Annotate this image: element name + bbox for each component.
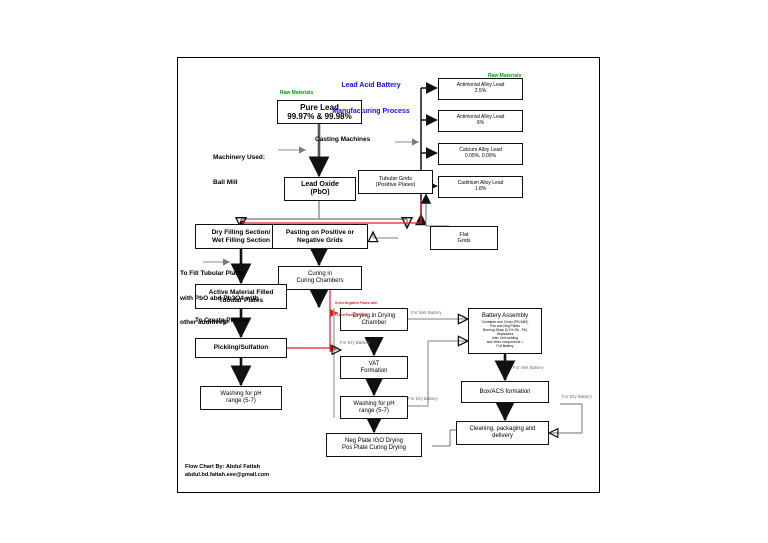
node-cadmium-alloy-lead[interactable]: Cadmium Alloy Lead 1.8%: [438, 176, 523, 198]
node-active-material-filled-tubular-plates[interactable]: Active Material Filled Tubular Plates: [195, 284, 287, 309]
to-create-pbso4-note: To Create PbSO4: [195, 317, 248, 324]
node-washing-for-ph-mid[interactable]: Washing for pH range (5-7): [340, 396, 408, 419]
node-antimonial-alloy-lead-6[interactable]: Antimonial Alloy Lead 6%: [438, 110, 523, 132]
for-dry-battery-label-2: For Dry Battery: [408, 396, 438, 401]
raw-materials-left-label: Raw Materials: [280, 90, 314, 96]
footer-credit: Flow Chart By: Abdul Fattah abdul.bd.fat…: [185, 463, 269, 480]
page-title: Lead Acid Battery Manufacturing Process: [306, 64, 436, 134]
node-battery-assembly[interactable]: Battery Assembly Container and Cover (PE…: [468, 308, 542, 354]
node-pure-lead[interactable]: Pure Lead 99.97% & 99.98%: [277, 100, 362, 124]
for-dry-battery-label-1: For Dry Battery: [340, 340, 370, 345]
node-washing-for-ph-left[interactable]: Washing for pH range (5-7): [200, 386, 282, 410]
node-pickling-sulfation[interactable]: Pickling/Sulfation: [195, 338, 287, 358]
footer-email: abdul.bd.fattah.eee@gmail.com: [185, 472, 270, 479]
title-line-1: Lead Acid Battery: [341, 81, 401, 89]
casting-machines-label: Casting Machines: [315, 136, 371, 143]
for-wet-battery-label-1: For Wet Battery: [411, 310, 442, 315]
to-fill-tubular-plates-note: To Fill Tubular Plates with PbO abd Pb3O…: [180, 270, 259, 326]
footer-author: Flow Chart By: Abdul Fattah: [185, 464, 260, 470]
node-tubular-grids[interactable]: Tubular Grids (Positive Plates): [358, 170, 433, 194]
node-antimonial-alloy-lead-25[interactable]: Antimonial Alloy Lead 2.5%: [438, 78, 523, 100]
node-curing-chambers[interactable]: Curing in Curing Chambers: [278, 266, 362, 290]
node-pasting-on-grids[interactable]: Pasting on Positive or Negative Grids: [272, 224, 368, 249]
node-cleaning-packaging-delivery[interactable]: Cleaning, packaging and delivery: [456, 421, 549, 445]
for-wet-battery-label-2: For Wet Battery: [513, 365, 544, 370]
node-flat-grids[interactable]: Flat Grids: [430, 226, 498, 250]
connector-layer: [203, 82, 583, 447]
for-dry-battery-label-3: For Dry Battery: [562, 394, 592, 399]
raw-materials-right-label: Raw Materials: [488, 73, 522, 79]
node-calcium-alloy-lead[interactable]: Calcium Alloy Lead 0.05%, 0.09%: [438, 143, 523, 165]
node-neg-pos-plate-drying[interactable]: Neg Plate IGO Drying Pos Plate Curing Dr…: [326, 433, 422, 457]
node-lead-oxide[interactable]: Lead Oxide (PbO): [284, 177, 356, 201]
flowchart-canvas: Lead Acid Battery Manufacturing Process …: [177, 57, 600, 493]
machinery-used-label: Machinery Used: Ball Mill: [213, 154, 266, 186]
dried-plates-note: Dried Negative Plates with Cured Positiv…: [335, 301, 378, 318]
node-drying-in-drying-chamber[interactable]: Drying in Drying Chamber: [340, 308, 408, 331]
title-line-2: Manufacturing Process: [332, 107, 410, 115]
node-box-acs-formation[interactable]: Box/ACS formation: [461, 381, 549, 403]
node-vat-formation[interactable]: VAT Formation: [340, 356, 408, 379]
